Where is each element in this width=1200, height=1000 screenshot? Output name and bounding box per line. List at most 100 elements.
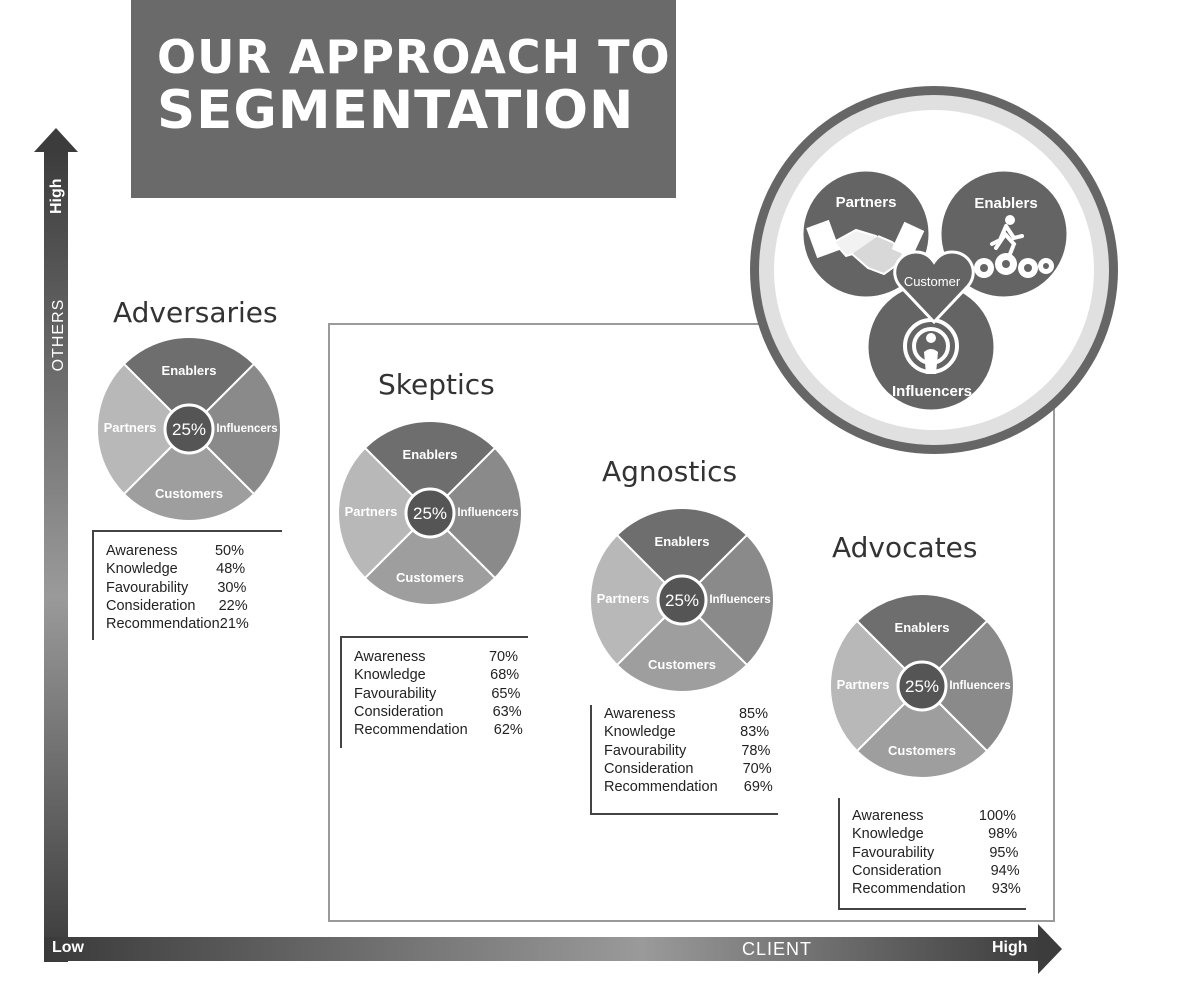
metric-label: Favourability	[604, 742, 687, 759]
metric-value: 93%	[991, 881, 1021, 898]
pie-slice-influencers	[680, 533, 775, 667]
pie-label-partners: Partners	[597, 591, 650, 606]
title-line-1: OUR APPROACH TO	[157, 30, 671, 84]
y-axis-bar	[44, 150, 68, 962]
pie-slice-partners	[96, 362, 191, 496]
stats-row: Knowledge 98%	[852, 825, 1026, 843]
segment-frame	[328, 323, 1055, 922]
pie-center-value: 25%	[413, 504, 447, 523]
metric-value: 98%	[988, 826, 1018, 843]
pie-center-circle	[656, 574, 708, 626]
pie-slice-customers	[615, 598, 749, 693]
metric-label: Awareness	[106, 543, 178, 559]
stats-row: Knowledge 83%	[604, 723, 778, 741]
y-axis-arrowhead	[34, 128, 78, 152]
metric-value: 21%	[219, 616, 249, 633]
pie-label-partners: Partners	[104, 420, 157, 435]
metric-value: 62%	[493, 722, 523, 739]
pie-slice-partners	[829, 619, 924, 753]
pie-label-partners: Partners	[345, 504, 398, 519]
venn-label-influencers: Influencers	[892, 383, 972, 400]
pie-label-influencers: Influencers	[457, 507, 518, 519]
metric-label: Recommendation	[354, 722, 468, 739]
metric-value: 95%	[989, 844, 1019, 861]
metric-label: Consideration	[604, 760, 694, 777]
stats-row: Awareness 50%	[106, 542, 282, 560]
metric-label: Awareness	[604, 706, 676, 722]
x-axis-high-label: High	[992, 939, 1028, 956]
metric-value: 100%	[978, 808, 1016, 824]
heart-icon	[893, 250, 975, 325]
metric-label: Knowledge	[106, 561, 178, 578]
pie-slice-enablers	[615, 507, 749, 602]
pie-center-value: 25%	[905, 677, 939, 696]
pie-slice-influencers	[187, 362, 282, 496]
metric-label: Knowledge	[604, 724, 676, 741]
stakeholder-venn: Partners Enablers Influencers Customer	[748, 84, 1120, 456]
metric-value: 94%	[990, 862, 1020, 879]
pie-slice-customers	[363, 511, 497, 606]
pie-slice-partners	[337, 446, 432, 580]
metric-value: 78%	[741, 742, 771, 759]
pie-center-circle	[404, 487, 456, 539]
segment-title-agnostics: Agnostics	[602, 455, 738, 488]
segment-title-skeptics: Skeptics	[378, 368, 495, 401]
pie-label-influencers: Influencers	[949, 680, 1010, 692]
stats-row: Awareness 85%	[604, 705, 778, 723]
metric-value: 83%	[740, 724, 770, 741]
stats-row: Recommendation 62%	[354, 721, 528, 739]
metric-value: 70%	[488, 649, 518, 665]
pie-slice-enablers	[855, 593, 989, 688]
stats-row: Awareness 70%	[354, 648, 528, 666]
x-axis-arrowhead	[1038, 924, 1062, 974]
pie-label-customers: Customers	[155, 486, 223, 501]
metric-label: Awareness	[852, 808, 924, 824]
pie-slice-influencers	[428, 446, 523, 580]
pie-label-enablers: Enablers	[403, 447, 458, 462]
pie-center-circle	[896, 660, 948, 712]
title-banner: OUR APPROACH TO SEGMENTATION	[131, 0, 676, 198]
metric-label: Favourability	[852, 844, 935, 861]
venn-label-partners: Partners	[836, 194, 897, 211]
pie-label-customers: Customers	[648, 657, 716, 672]
pie-slice-influencers	[920, 619, 1015, 753]
metric-value: 68%	[490, 667, 520, 684]
metric-value: 50%	[214, 543, 244, 559]
stats-row: Favourability 78%	[604, 742, 778, 760]
venn-label-enablers: Enablers	[974, 195, 1037, 212]
metric-value: 65%	[491, 685, 521, 702]
pie-label-customers: Customers	[888, 743, 956, 758]
metric-label: Knowledge	[852, 826, 924, 843]
metric-label: Consideration	[106, 597, 196, 614]
venn-label-customer: Customer	[904, 274, 961, 289]
metric-label: Consideration	[852, 862, 942, 879]
metric-label: Consideration	[354, 703, 444, 720]
pie-slice-enablers	[122, 336, 256, 431]
metric-label: Awareness	[354, 649, 426, 665]
stats-row: Consideration 94%	[852, 862, 1026, 880]
metric-value: 85%	[738, 706, 768, 722]
metric-value: 63%	[492, 703, 522, 720]
stats-row: Favourability 95%	[852, 844, 1026, 862]
pie-label-influencers: Influencers	[216, 423, 277, 435]
pie-center-value: 25%	[665, 591, 699, 610]
pie-label-enablers: Enablers	[655, 534, 710, 549]
metric-label: Recommendation	[604, 779, 718, 796]
stats-row: Consideration 63%	[354, 703, 528, 721]
pie-slice-enablers	[363, 420, 497, 515]
segment-title-advocates: Advocates	[832, 531, 978, 564]
pie-slice-customers	[122, 427, 256, 522]
pie-label-enablers: Enablers	[162, 363, 217, 378]
